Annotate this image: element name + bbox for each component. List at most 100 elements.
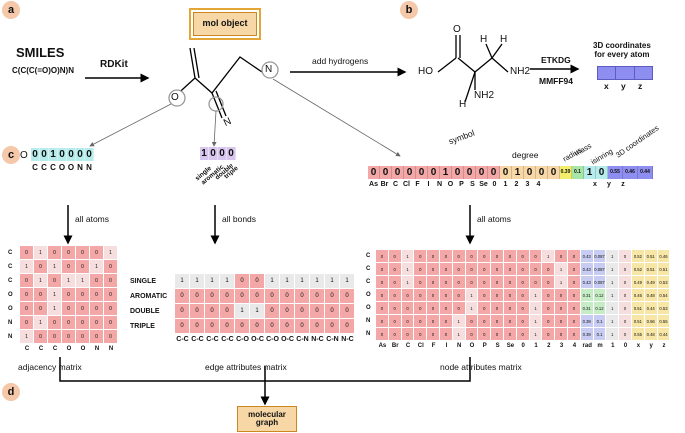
matrix-cell: 0 — [529, 250, 542, 262]
matrix-cell: 0 — [388, 289, 401, 301]
adj-vlabel: C — [40, 161, 49, 174]
node-vector-digit: 0.1 — [572, 166, 584, 179]
matrix-cell: 0 — [325, 319, 339, 333]
matrix-cell: 1 — [529, 328, 542, 340]
matrix-cell: 0.44 — [657, 328, 670, 340]
matrix-col-label: Se — [506, 343, 515, 349]
matrix-cell: 0.49 — [632, 276, 644, 288]
all-atoms-label-1: all atoms — [75, 214, 110, 224]
matrix-col-label: z — [662, 343, 666, 349]
node-vector-label: 1 — [503, 181, 508, 188]
matrix-col-label: 3 — [559, 343, 564, 349]
node-vector-label: 0 — [492, 181, 497, 188]
matrix-cell: 0 — [388, 315, 401, 327]
matrix-cell: 0.46 — [632, 289, 644, 301]
matrix-cell: 0.46 — [657, 250, 670, 262]
matrix-col-label: N-C — [311, 336, 324, 343]
matrix-cell: 0 — [235, 274, 249, 288]
matrix-cell: 1 — [340, 274, 354, 288]
node-vector-label: N — [436, 181, 443, 188]
mol-h3: H — [459, 99, 467, 110]
matrix-cell: 0 — [175, 319, 189, 333]
matrix-cell: 1 — [452, 315, 465, 327]
matrix-cell: 0 — [414, 276, 427, 288]
node-vector-digit: 0 — [428, 166, 440, 179]
node-vector-digit: 0 — [452, 166, 464, 179]
matrix-cell: 1 — [465, 302, 478, 314]
matrix-row-label: N — [366, 318, 371, 324]
matrix-cell: 1 — [401, 276, 414, 288]
matrix-cell: 0 — [376, 302, 388, 314]
matrix-cell: 1 — [295, 274, 309, 288]
matrix-cell: 0 — [427, 289, 439, 301]
matrix-cell: 0 — [452, 276, 465, 288]
matrix-cell: 1 — [529, 302, 542, 314]
matrix-cell: 0 — [280, 319, 294, 333]
matrix-cell: 0.51 — [632, 315, 644, 327]
matrix-cell: 0 — [190, 319, 204, 333]
matrix-cell: 0 — [427, 302, 439, 314]
matrix-cell: 0 — [62, 246, 75, 259]
matrix-cell: 0 — [568, 302, 580, 314]
matrix-cell: 1 — [205, 274, 219, 288]
matrix-cell: 0.51 — [644, 250, 657, 262]
matrix-cell: 0 — [205, 289, 219, 303]
smiles-formula: C(C(C(=O)O)N)N — [12, 66, 74, 75]
matrix-cell: 0 — [516, 250, 529, 262]
adjacency-title: adjacency matrix — [18, 362, 82, 372]
matrix-cell: 0 — [295, 289, 309, 303]
matrix-cell: 0 — [250, 319, 264, 333]
adj-digit: 1 — [49, 148, 58, 161]
matrix-col-label: N — [457, 343, 462, 349]
matrix-cell: 0 — [465, 328, 478, 340]
matrix-cell: 0 — [440, 315, 452, 327]
matrix-col-label: O — [66, 346, 72, 352]
matrix-cell: 0 — [325, 289, 339, 303]
adj-digit: 0 — [67, 148, 76, 161]
matrix-cell: 0 — [440, 263, 452, 275]
matrix-cell: 0 — [90, 246, 103, 259]
mol-with-h — [437, 35, 509, 103]
matrix-cell: 0 — [104, 316, 117, 329]
matrix-cell: 0 — [529, 263, 542, 275]
matrix-cell: 0 — [414, 302, 427, 314]
matrix-cell: 1 — [542, 250, 555, 262]
coords-title: 3D coordinates for every atom — [593, 41, 651, 60]
node-vector-digit: 0 — [488, 166, 500, 179]
matrix-cell: 0 — [555, 315, 567, 327]
matrix-cell: 0 — [414, 250, 427, 262]
matrix-cell: 0 — [568, 328, 580, 340]
matrix-cell: 0 — [104, 330, 117, 343]
adj-vlabel: C — [49, 161, 58, 174]
node-vector-digit: 0 — [548, 166, 560, 179]
node-vector-label: C — [392, 181, 399, 188]
matrix-cell: 0.12 — [593, 302, 606, 314]
node-degree-label: degree — [512, 150, 539, 160]
matrix-col-label: 4 — [572, 343, 577, 349]
matrix-col-label: C-C — [206, 336, 219, 343]
matrix-cell: 0 — [235, 319, 249, 333]
matrix-cell: 0 — [62, 330, 75, 343]
matrix-col-label: P — [482, 343, 487, 349]
matrix-cell: 1 — [606, 263, 619, 275]
matrix-cell: 0 — [427, 315, 439, 327]
matrix-cell: 0 — [465, 250, 478, 262]
matrix-cell: 0 — [542, 276, 555, 288]
matrix-cell: 1 — [606, 276, 619, 288]
matrix-cell: 0 — [34, 260, 47, 273]
matrix-cell: 0 — [427, 328, 439, 340]
node-vector-label: Cl — [403, 181, 410, 188]
matrix-cell: 0 — [427, 276, 439, 288]
matrix-cell: 0 — [76, 316, 89, 329]
matrix-cell: 0.39 — [580, 328, 593, 340]
node-vector-digit: 0 — [392, 166, 404, 179]
matrix-cell: 1 — [606, 302, 619, 314]
matrix-col-label: O-C — [281, 336, 294, 343]
matrix-cell: 0 — [90, 288, 103, 301]
matrix-cell: 1 — [250, 304, 264, 318]
matrix-cell: 0.31 — [580, 302, 593, 314]
matrix-cell: 0 — [310, 304, 324, 318]
